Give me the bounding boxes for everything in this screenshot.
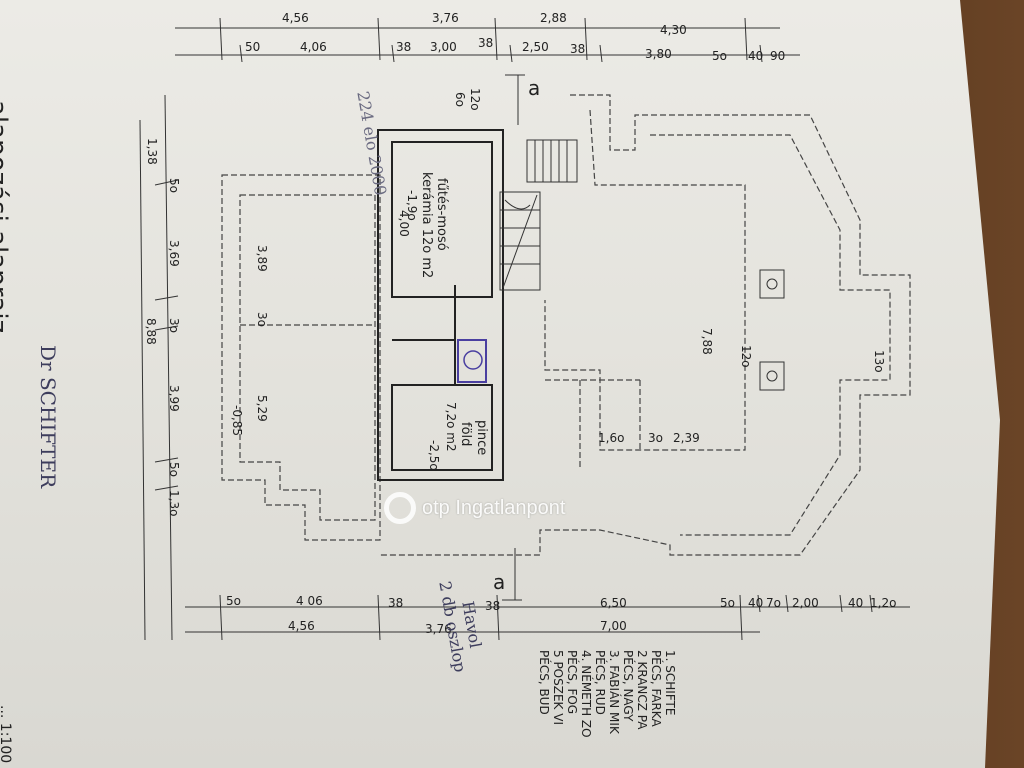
dim-bot-4: 38 bbox=[485, 599, 501, 613]
foundation-right-outer bbox=[380, 94, 911, 556]
dim-top-r2-5: 38 bbox=[478, 36, 494, 50]
dim-top-r2-4: 3,00 bbox=[430, 40, 457, 54]
dim-bot-r2-3: 7,00 bbox=[600, 619, 627, 633]
dim-inner-4-00: 4,00 bbox=[397, 210, 411, 237]
pen-stamp-mark bbox=[457, 339, 487, 383]
cellar-outer-wall bbox=[377, 129, 504, 481]
room-label-cellar: pince bbox=[474, 420, 489, 456]
dim-inner-6o: 6o bbox=[453, 92, 467, 107]
foundation-left-inner bbox=[239, 194, 376, 521]
staircase-lower bbox=[499, 191, 541, 291]
dim-inner-7-88: 7,88 bbox=[700, 328, 714, 355]
dim-top-r2-2: 4,06 bbox=[300, 40, 327, 54]
dim-top-r2-3: 38 bbox=[396, 40, 412, 54]
dim-bot-r2-2: 3,76 bbox=[425, 622, 452, 636]
dim-bot-6: 5o bbox=[720, 596, 735, 610]
dim-top-2: 3,76 bbox=[432, 11, 459, 25]
owner-list-line-5: 3. FABIÁN MIK bbox=[607, 650, 621, 734]
owner-list-line-7: 4. NÉMETH ZO bbox=[579, 650, 593, 738]
dim-inner-3o-b: 3o bbox=[648, 431, 663, 445]
dim-inner-12o-right: 12o bbox=[739, 345, 753, 368]
dimension-ticks-top bbox=[219, 17, 763, 63]
dim-bot-7: 40 bbox=[748, 596, 764, 610]
section-mark-bottom: a bbox=[493, 570, 506, 594]
dim-top-r2-9: 5o bbox=[712, 49, 727, 63]
dim-bot-3: 38 bbox=[388, 596, 404, 610]
dim-left-5: 3o bbox=[167, 318, 181, 333]
dim-bot-2: 4 06 bbox=[296, 594, 323, 608]
dim-top-r2-7: 38 bbox=[570, 42, 586, 56]
foundation-right-inner bbox=[544, 109, 746, 451]
dim-left-2: 5o bbox=[167, 178, 181, 193]
foundation-left-outer bbox=[221, 174, 381, 541]
dim-bot-5: 6,50 bbox=[600, 596, 627, 610]
dim-top-1: 4,56 bbox=[282, 11, 309, 25]
dim-left-7: 5o bbox=[167, 462, 181, 477]
dim-left-6: 3,99 bbox=[167, 385, 181, 412]
watermark-text: otp Ingatlanpont bbox=[422, 497, 565, 520]
dim-bot-1: 5o bbox=[226, 594, 241, 608]
blueprint-paper bbox=[0, 0, 1000, 768]
dim-top-r2-8: 3,80 bbox=[645, 47, 672, 61]
dim-top-r2-6: 2,50 bbox=[522, 40, 549, 54]
dim-bot-9: 2,00 bbox=[792, 596, 819, 610]
dim-top-r2-1: 50 bbox=[245, 40, 261, 54]
dim-left-4: 8,88 bbox=[144, 318, 158, 345]
dimension-ticks-left bbox=[154, 179, 179, 491]
dim-inner-3o: 3o bbox=[255, 312, 269, 327]
drawing-title: alapozási alaprajz bbox=[0, 100, 12, 334]
dim-top-r2-11: 90 bbox=[770, 49, 786, 63]
owner-list-line-1: 1. SCHIFTE bbox=[663, 650, 677, 716]
dim-inner-5-29: 5,29 bbox=[255, 395, 269, 422]
staircase-upper bbox=[526, 139, 578, 183]
otp-logo-icon bbox=[384, 492, 416, 524]
foundation-right-bay bbox=[650, 134, 891, 536]
dim-bot-8: 7o bbox=[766, 596, 781, 610]
owner-list-line-4: PÉCS, NAGY bbox=[621, 650, 635, 722]
dim-inner-2-39: 2,39 bbox=[673, 431, 700, 445]
scale-label: ... 1:100 bbox=[0, 705, 13, 764]
room-level-cellar: -2,5o bbox=[427, 440, 441, 471]
owner-list-line-8: PÉCS, FOG bbox=[565, 650, 579, 715]
dim-left-8: 1,3o bbox=[167, 490, 181, 517]
designer-signature: Dr SCHIFTER bbox=[36, 345, 60, 489]
dim-top-r2-10: 40 bbox=[748, 49, 764, 63]
dim-top-3: 2,88 bbox=[540, 11, 567, 25]
dim-inner-3-89: 3,89 bbox=[255, 245, 269, 272]
dimension-ticks-bottom bbox=[219, 594, 873, 641]
level-left: -0,85 bbox=[230, 405, 244, 437]
dim-bot-10: 40 bbox=[848, 596, 864, 610]
section-mark-top: a bbox=[528, 76, 541, 100]
dim-bot-r2-1: 4,56 bbox=[288, 619, 315, 633]
dim-inner-12o: 12o bbox=[468, 88, 482, 111]
column-pad-2 bbox=[759, 361, 785, 391]
room-floor-boiler: kerámia 12o m2 bbox=[419, 172, 434, 279]
cellar-room-wall bbox=[391, 384, 493, 471]
dim-inner-1-6o: 1,6o bbox=[598, 431, 625, 445]
otp-watermark: otp Ingatlanpont bbox=[384, 492, 565, 524]
dim-left-3: 3,69 bbox=[167, 240, 181, 267]
owner-list-line-6: PÉCS, RUD bbox=[593, 650, 607, 715]
dim-top-4: 4,30 bbox=[660, 23, 687, 37]
dim-inner-13o: 13o bbox=[872, 350, 886, 373]
owner-list-line-10: PÉCS, BUD bbox=[537, 650, 551, 715]
room-floor-cellar: föld bbox=[458, 422, 473, 447]
watermark-brand: otp bbox=[422, 496, 450, 519]
dimension-line-left bbox=[164, 94, 173, 641]
dim-left-1: 1,38 bbox=[145, 138, 159, 165]
owner-list-line-2: PÉCS, FARKA bbox=[649, 650, 663, 727]
column-pad-1 bbox=[759, 269, 785, 299]
owner-list-line-9: 5 POSZEK VI bbox=[551, 650, 565, 725]
boiler-room-wall bbox=[391, 141, 493, 298]
owner-list-line-3: 2 KRANCZ PA bbox=[635, 650, 649, 730]
room-area-cellar: 7,2o m2 bbox=[444, 402, 458, 452]
room-label-boiler: fűtés-mosó bbox=[434, 178, 449, 251]
dim-bot-11: 1,2o bbox=[870, 596, 897, 610]
dimension-line-left-outer bbox=[139, 119, 146, 641]
watermark-service: Ingatlanpont bbox=[455, 496, 566, 519]
